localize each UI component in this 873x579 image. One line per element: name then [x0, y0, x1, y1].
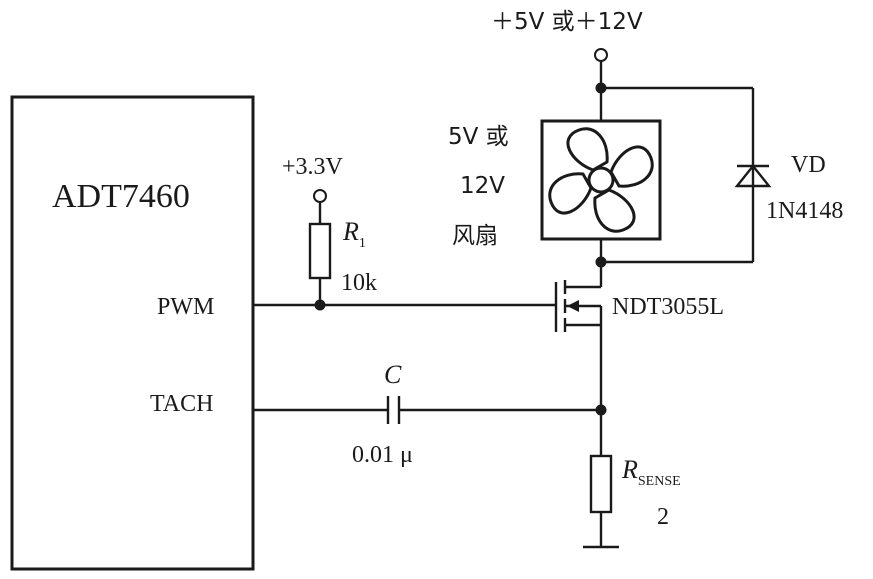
- r1-value: 10k: [341, 270, 377, 296]
- diode-part: 1N4148: [766, 198, 843, 224]
- mosfet-label: NDT3055L: [612, 294, 724, 320]
- chip-name: ADT7460: [52, 178, 190, 215]
- diode-symbol: [734, 164, 772, 188]
- diode-ref: VD: [791, 152, 826, 178]
- supply-3v3-terminal: [313, 189, 327, 203]
- resistor-r1-symbol: [308, 222, 332, 280]
- resistor-rsense-symbol: [589, 454, 613, 514]
- capacitor-symbol: [386, 396, 401, 424]
- fan-label-line2: 12V: [460, 173, 505, 199]
- fan-label-line1: 5V 或: [448, 124, 509, 150]
- supply-3v3-label: +3.3V: [282, 154, 344, 180]
- r1-ref: R1: [342, 217, 366, 251]
- fan-label-line3: 风扇: [452, 223, 498, 249]
- pwm-junction: [314, 299, 326, 311]
- supply-fan-label: ＋5V 或＋12V: [491, 9, 643, 35]
- capacitor-ref: C: [384, 360, 402, 389]
- capacitor-value: 0.01 μ: [352, 442, 413, 468]
- fan-icon: [548, 127, 654, 233]
- pin-tach-label: TACH: [150, 391, 213, 417]
- adt7460-chip: [10, 95, 255, 571]
- supply-fan-terminal: [594, 48, 608, 62]
- mosfet-symbol: [554, 280, 603, 332]
- rsense-value: 2: [657, 504, 669, 530]
- pin-pwm-label: PWM: [157, 294, 214, 320]
- rsense-ref: RSENSE: [621, 455, 681, 489]
